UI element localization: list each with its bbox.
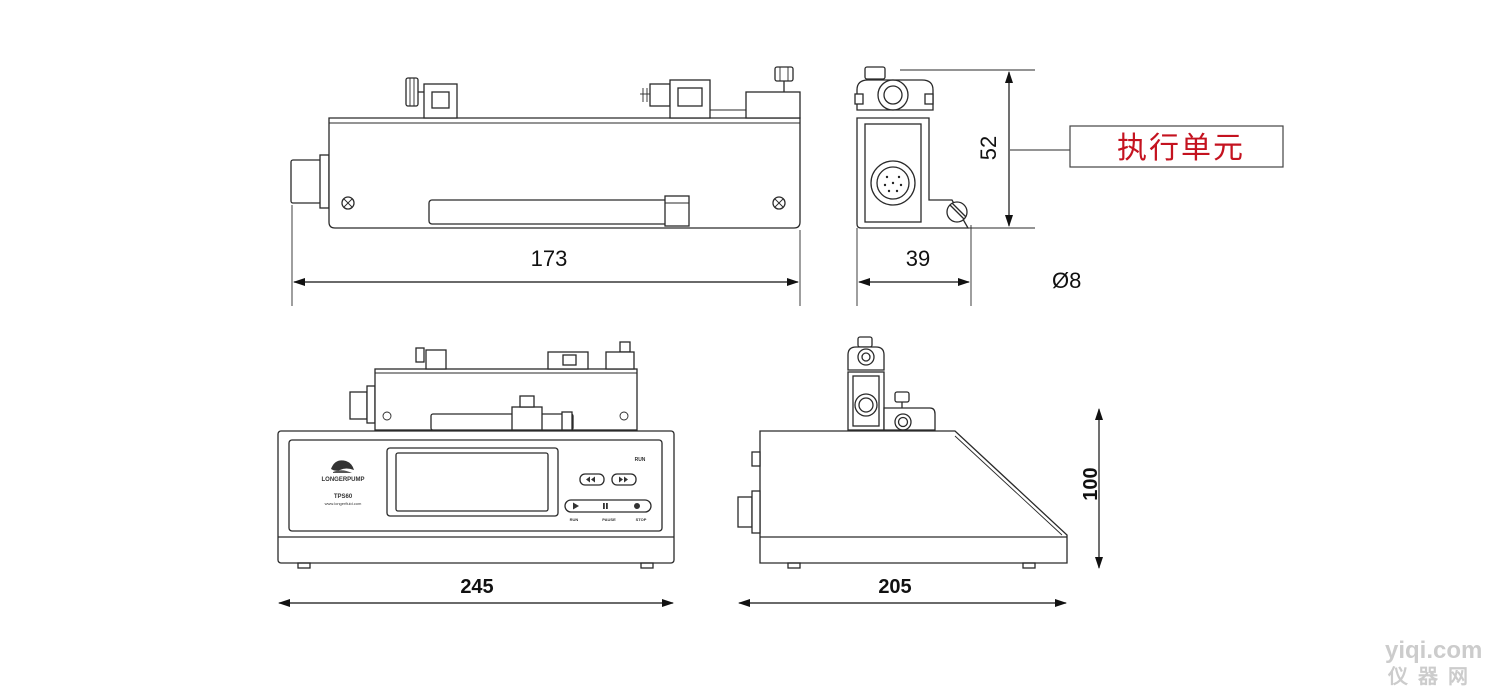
run-indicator: RUN [635,457,646,463]
brand-text: LONGERPUMP [321,477,364,483]
site-text: www.longerfluid.com [325,501,362,506]
dim-label-100: 100 [1080,467,1102,500]
run-button[interactable] [573,502,579,510]
dim-label-39: 39 [906,246,930,271]
dim-label-diameter: Ø8 [1052,268,1081,293]
pause-icon [603,503,605,509]
pump-side-view [737,336,1068,569]
stop-button[interactable] [634,503,640,509]
screw-icon [341,196,355,210]
pause-button[interactable] [603,503,608,509]
callout-execution-unit: 执行单元 [1010,125,1284,168]
lcd-screen [386,447,559,517]
dimension-39: 39 [856,225,972,306]
stop-button-label: STOP [636,517,647,522]
unit-side-view [854,66,970,229]
dimension-205: 205 [738,576,1067,607]
stop-icon [634,503,640,509]
tube-icon [946,201,968,223]
brand-logo [331,460,354,473]
dimension-245: 245 [278,576,674,607]
dimension-100: 100 [1080,408,1103,569]
dim-label-205: 205 [878,576,911,598]
model-text: TPS60 [334,494,353,500]
fast-forward-button[interactable] [611,473,637,486]
screw-icon [772,196,786,210]
rewind-button[interactable] [579,473,605,486]
watermark-line2: 仪器网 [1387,664,1478,687]
dimension-173: 173 [291,205,801,306]
dim-label-245: 245 [460,576,493,598]
pump-front-view: LONGERPUMP TPS60 www.longerfluid.com RUN… [277,341,675,569]
pause-button-label: PAUSE [602,517,616,522]
unit-front-view [290,66,801,229]
watermark-line1: yiqi.com [1385,637,1482,664]
play-icon [573,502,579,510]
fast-forward-icon [619,476,628,483]
dimension-52: 52 [900,69,1035,229]
dim-label-52: 52 [976,136,1001,160]
dim-label-173: 173 [531,246,568,271]
run-button-label: RUN [570,517,579,522]
rewind-icon [586,476,595,483]
callout-label: 执行单元 [1117,131,1245,166]
